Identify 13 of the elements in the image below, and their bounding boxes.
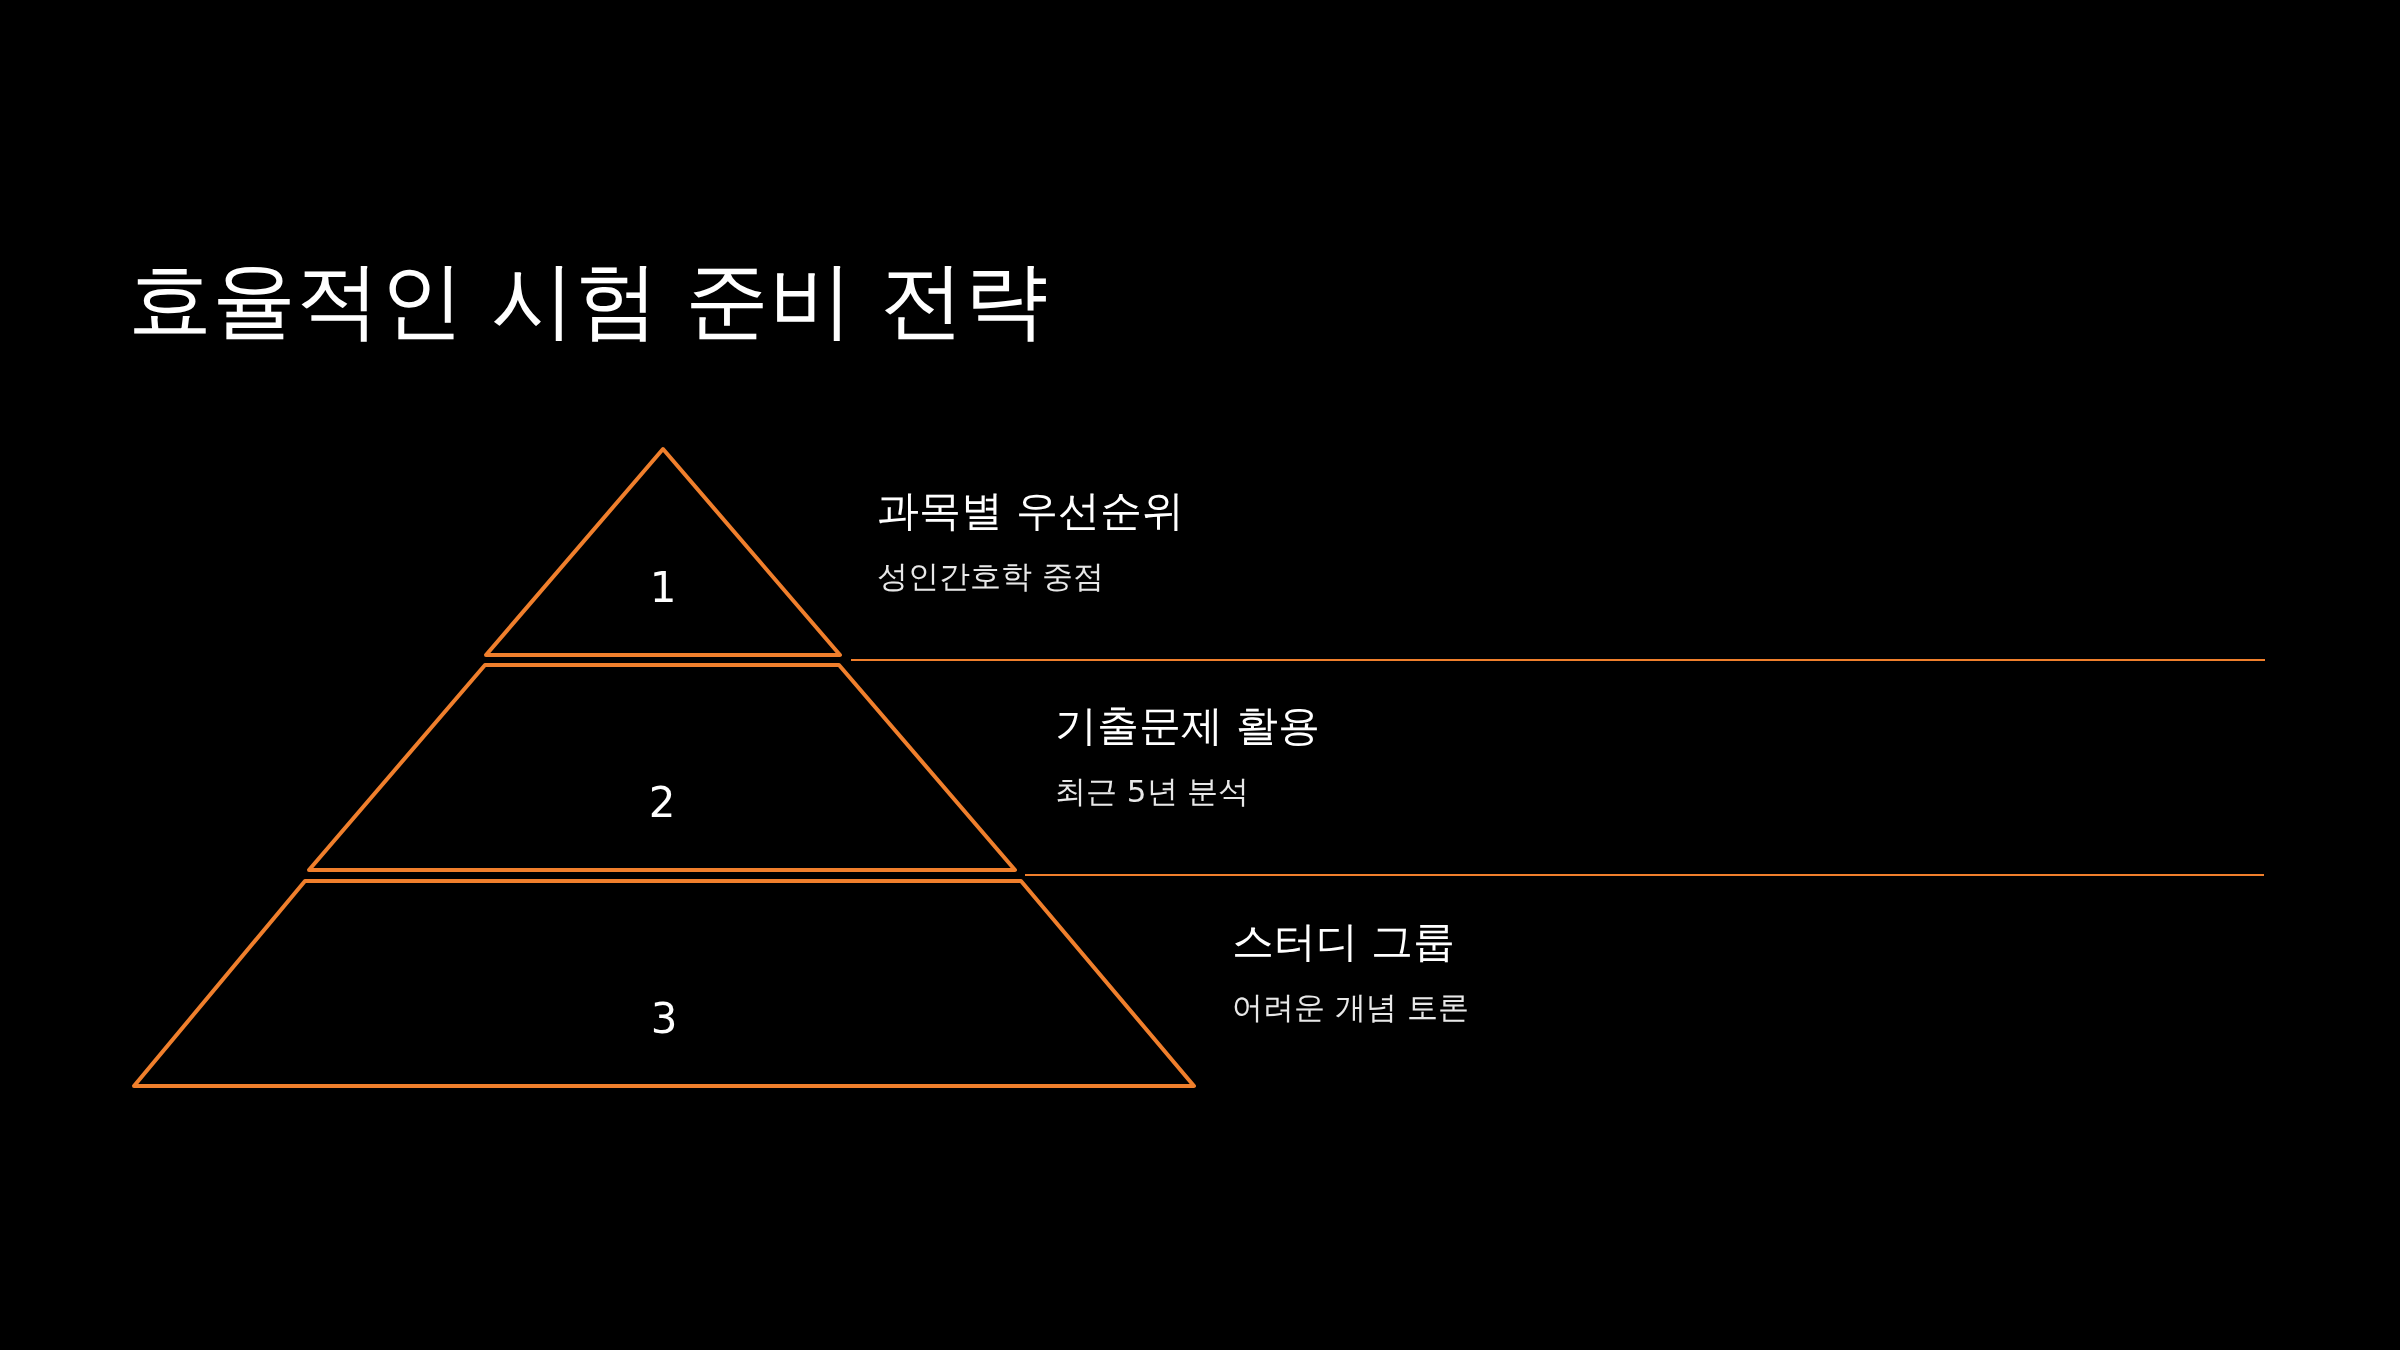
pyramid-tier bbox=[482, 446, 844, 659]
pyramid-tier bbox=[305, 661, 1019, 874]
tier-description: 최근 5년 분석 bbox=[1055, 772, 1251, 812]
tier-description: 어려운 개념 토론 bbox=[1232, 988, 1469, 1028]
tier-heading: 과목별 우선순위 bbox=[877, 486, 1185, 537]
tier-number: 2 bbox=[648, 782, 676, 824]
tier-description: 성인간호학 중점 bbox=[877, 557, 1105, 597]
tier-heading: 스터디 그룹 bbox=[1232, 917, 1457, 968]
tier-heading: 기출문제 활용 bbox=[1055, 701, 1321, 752]
tier-number: 1 bbox=[649, 567, 677, 609]
title: 효율적인 시험 준비 전략 bbox=[128, 250, 1049, 351]
pyramid-tier bbox=[130, 877, 1198, 1090]
tier-number: 3 bbox=[650, 998, 678, 1040]
